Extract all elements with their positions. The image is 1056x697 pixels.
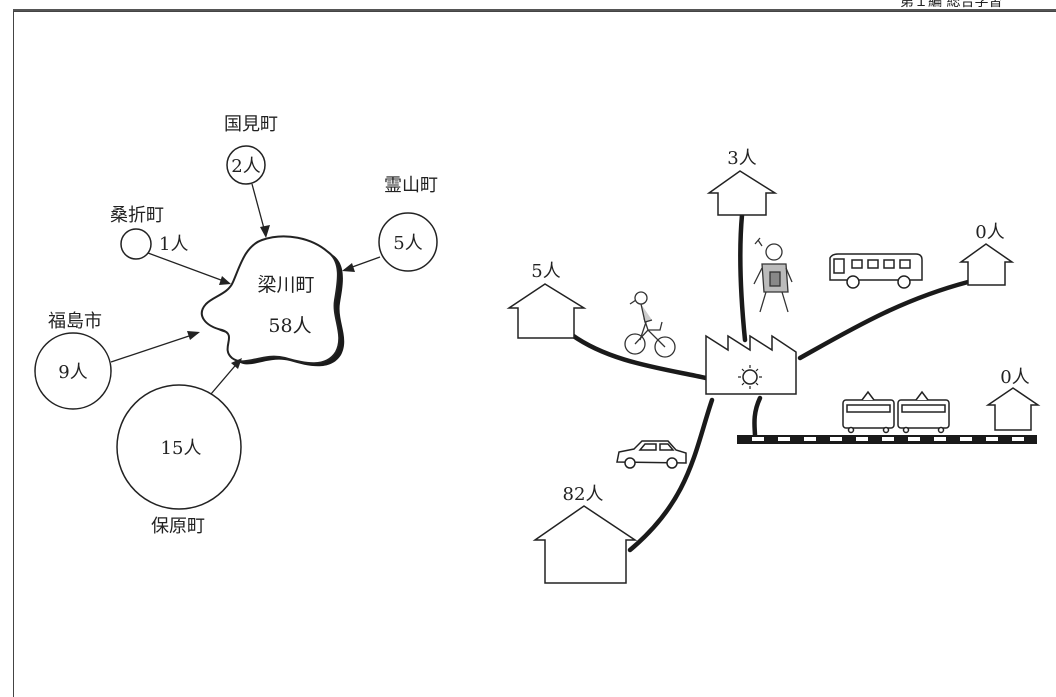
train-icon xyxy=(842,390,950,434)
origin-fukushima-circle xyxy=(34,332,112,410)
arrow-kuwaori xyxy=(147,252,230,284)
right-commute-diagram: 3人 5人 0人 0人 82人 xyxy=(506,148,1041,584)
railway-track xyxy=(737,435,1037,444)
arrowhead-fukushima xyxy=(187,331,200,340)
yanagawa-blob xyxy=(200,235,341,365)
top-rule xyxy=(13,9,1056,11)
road-bottom-left xyxy=(627,397,715,553)
origin-ryozen-circle xyxy=(378,212,438,272)
origin-fukushima-count: 9人 xyxy=(58,362,87,383)
origin-kuwaori-count: 1人 xyxy=(159,234,188,255)
arrowhead-ryozen xyxy=(342,263,355,272)
origin-kunimi-count: 2人 xyxy=(231,156,260,177)
house-rail-right xyxy=(985,387,1041,431)
origin-kuwaori-name: 桑折町 xyxy=(110,205,164,226)
arrow-fukushima xyxy=(110,332,199,363)
bus-icon xyxy=(829,253,923,289)
center-town-count: 58人 xyxy=(268,315,311,337)
origin-hobara-circle xyxy=(116,384,242,510)
house-top xyxy=(706,170,778,216)
house-upper-right xyxy=(958,243,1015,286)
arrowhead-kuwaori xyxy=(219,276,231,285)
factory-icon xyxy=(705,334,797,395)
house-upper-right-count: 0人 xyxy=(975,222,1004,243)
house-upper-left-count: 5人 xyxy=(531,261,560,282)
figure-frame xyxy=(13,11,1056,697)
road-upper-left xyxy=(569,332,709,381)
road-top xyxy=(738,212,748,343)
header-fragment: 第１編 総合学習 xyxy=(900,0,1002,10)
bicycle-icon xyxy=(624,291,676,358)
house-bottom-left xyxy=(532,505,638,584)
arrowhead-hobara xyxy=(231,358,242,369)
origin-kunimi-circle xyxy=(226,145,266,185)
origin-kunimi-name: 国見町 xyxy=(224,114,278,135)
walking-person-icon xyxy=(753,237,793,313)
roads xyxy=(569,212,971,553)
center-town-name: 梁川町 xyxy=(257,274,314,296)
left-commute-diagram: 梁川町 58人 国見町 2人 霊山町 5人 桑折町 1人 福島市 9人 15人 … xyxy=(34,114,438,537)
car-icon xyxy=(616,440,687,469)
road-upper-right xyxy=(797,279,971,361)
origin-hobara-name: 保原町 xyxy=(151,516,205,537)
house-upper-left xyxy=(506,283,587,339)
origin-ryozen-count: 5人 xyxy=(393,233,422,254)
road-to-rail xyxy=(752,395,763,439)
house-top-count: 3人 xyxy=(727,148,756,169)
house-rail-right-count: 0人 xyxy=(1000,367,1029,388)
origin-ryozen-name: 霊山町 xyxy=(384,175,438,196)
house-bottom-left-count: 82人 xyxy=(563,484,604,505)
origin-kuwaori-circle xyxy=(120,228,152,260)
origin-hobara-count: 15人 xyxy=(161,438,202,459)
origin-fukushima-name: 福島市 xyxy=(48,311,102,332)
arrowhead-kunimi xyxy=(260,225,270,238)
